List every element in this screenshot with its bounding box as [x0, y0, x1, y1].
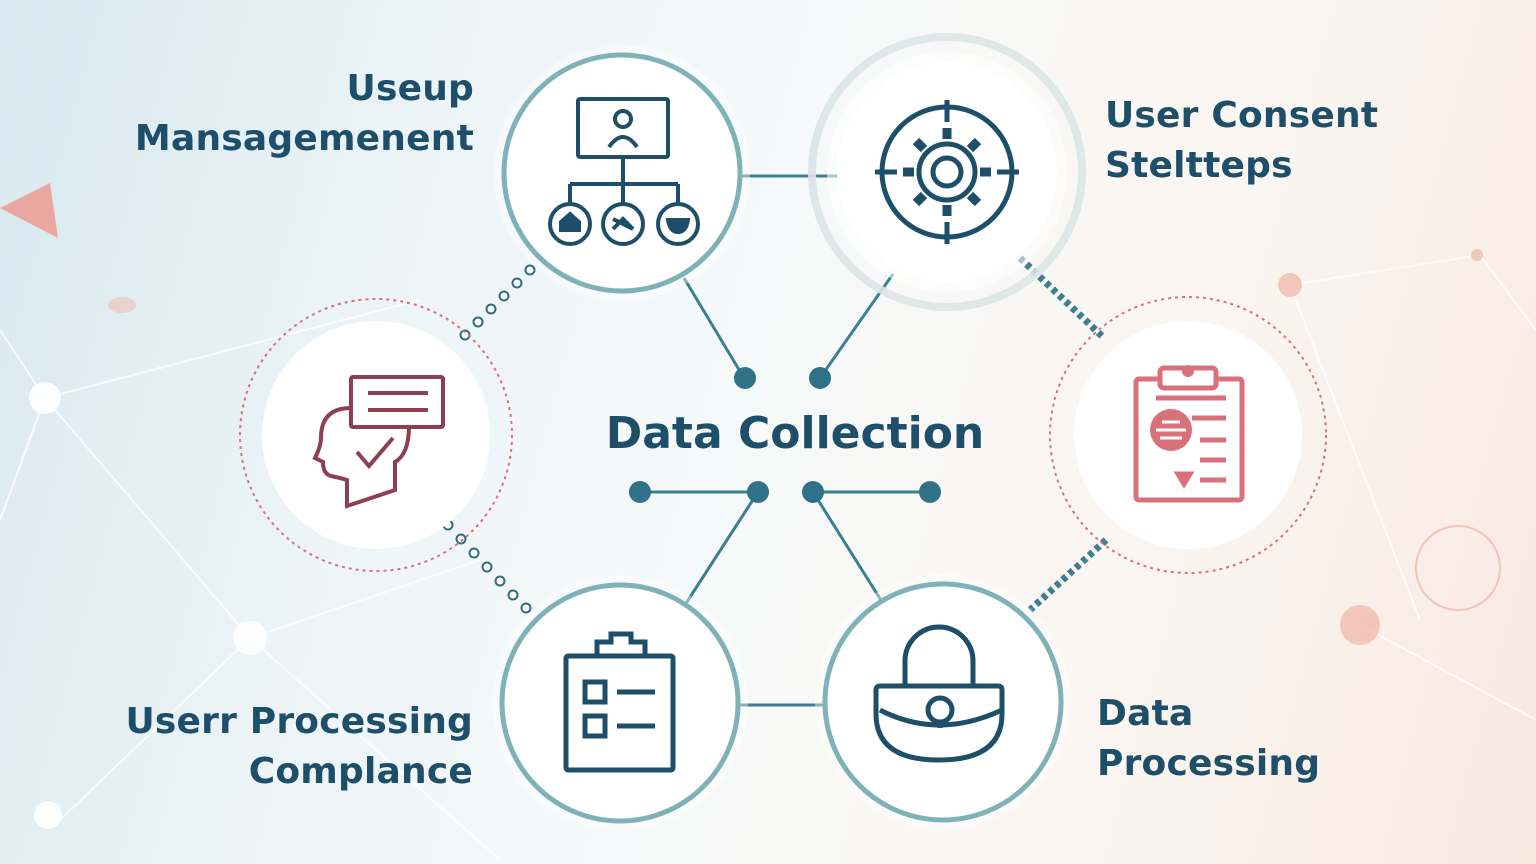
- label-data-processing-line1: Data: [1097, 693, 1194, 734]
- center-title: Data Collection: [605, 408, 985, 459]
- label-user-management: Useup Mansagemenent: [135, 64, 474, 164]
- padlock-icon: [873, 624, 1005, 763]
- connector-dots: [629, 367, 941, 503]
- head-message-check-icon: [312, 375, 445, 509]
- node-side-right[interactable]: [1049, 296, 1327, 574]
- node-data-processing[interactable]: [815, 574, 1071, 830]
- label-data-processing-line2: Processing: [1097, 743, 1321, 784]
- label-user-management-line2: Mansagemenent: [134, 118, 474, 159]
- label-user-processing-line1: Userr Processing: [125, 701, 473, 742]
- node-user-consent[interactable]: [808, 33, 1086, 311]
- label-user-processing-line2: Complance: [248, 751, 473, 792]
- node-user-processing-compliance[interactable]: [492, 575, 748, 831]
- checklist-clipboard-icon: [563, 631, 676, 773]
- node-user-management[interactable]: [494, 45, 750, 301]
- gear-target-icon: [875, 100, 1019, 244]
- clipboard-report-icon: [1133, 365, 1245, 503]
- label-user-management-line1: Useup: [346, 68, 474, 109]
- label-user-processing-compliance: Userr Processing Complance: [125, 697, 473, 797]
- label-user-consent: User Consent Steltteps: [1105, 91, 1378, 191]
- connector-lines: [640, 174, 930, 707]
- label-user-consent-line2: Steltteps: [1105, 145, 1293, 186]
- node-side-left[interactable]: [239, 298, 513, 572]
- label-data-processing: Data Processing: [1097, 689, 1320, 789]
- label-user-consent-line1: User Consent: [1105, 95, 1379, 136]
- org-chart-icon: [548, 97, 700, 246]
